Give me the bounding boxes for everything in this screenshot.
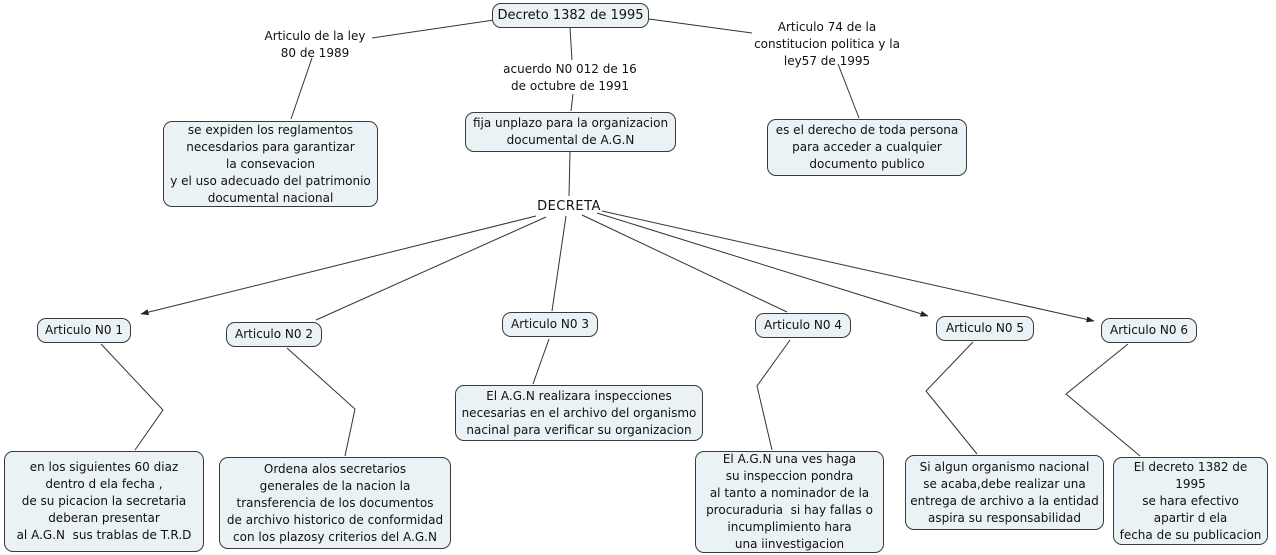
edge-centerbox-to-decreta <box>568 151 571 197</box>
node-articulo-2-detail[interactable]: Ordena alos secretarios generales de la … <box>219 457 451 549</box>
edge-articulo1-to-detail <box>100 343 164 451</box>
node-articulo-5-detail[interactable]: Si algun organismo nacional se acaba,deb… <box>905 455 1104 530</box>
edge-decreta-to-articulo5 <box>596 212 929 317</box>
node-articulo-6-detail[interactable]: El decreto 1382 de 1995 se hara efectivo… <box>1113 457 1268 545</box>
node-decreto-1382[interactable]: Decreto 1382 de 1995 <box>492 3 649 28</box>
edge-articulo6-to-detail <box>1065 343 1141 457</box>
edge-acuerdo-label-to-box <box>570 93 574 112</box>
link-label-decreta[interactable]: DECRETA <box>537 199 601 214</box>
edge-articulo2-to-detail <box>286 347 356 457</box>
edge-decreta-to-articulo2 <box>315 216 547 321</box>
edge-articulo74-label-to-box <box>837 63 860 119</box>
edge-decreta-to-articulo6 <box>601 210 1095 323</box>
link-label-acuerdo-012[interactable]: acuerdo N0 012 de 16 de octubre de 1991 <box>503 62 637 93</box>
node-articulo-5[interactable]: Articulo N0 5 <box>936 316 1034 341</box>
edge-articulo4-to-detail <box>756 339 791 451</box>
node-articulo-3-detail[interactable]: El A.G.N realizara inspecciones necesari… <box>455 385 703 441</box>
node-acuerdo-description[interactable]: fija unplazo para la organizacion docume… <box>465 112 676 152</box>
node-articulo-4[interactable]: Articulo N0 4 <box>755 313 851 338</box>
edge-decreta-to-articulo3 <box>551 215 567 312</box>
node-articulo-6[interactable]: Articulo N0 6 <box>1101 318 1197 343</box>
edge-decreta-to-articulo1 <box>140 215 537 316</box>
node-articulo-3[interactable]: Articulo N0 3 <box>502 312 598 337</box>
link-label-ley-80-1989[interactable]: Articulo de la ley 80 de 1989 <box>264 29 366 60</box>
node-articulo74-description[interactable]: es el derecho de toda persona para acced… <box>767 119 967 176</box>
node-articulo-1-detail[interactable]: en los siguientes 60 diaz dentro d ela f… <box>4 451 204 552</box>
node-articulo-2[interactable]: Articulo N0 2 <box>226 322 322 347</box>
node-articulo-4-detail[interactable]: El A.G.N una ves haga su inspeccion pond… <box>695 451 884 553</box>
edge-articulo5-to-detail <box>925 341 978 455</box>
edge-root-to-acuerdo-label <box>569 27 573 61</box>
edge-ley80-label-to-box <box>290 57 313 120</box>
node-articulo-1[interactable]: Articulo N0 1 <box>37 318 131 343</box>
link-label-articulo-74[interactable]: Articulo 74 de la constitucion politica … <box>754 20 900 68</box>
edge-decreta-to-articulo4 <box>581 214 788 313</box>
node-ley80-description[interactable]: se expiden los reglamentos necesdarios p… <box>163 121 378 207</box>
edge-articulo3-to-detail <box>532 338 550 385</box>
